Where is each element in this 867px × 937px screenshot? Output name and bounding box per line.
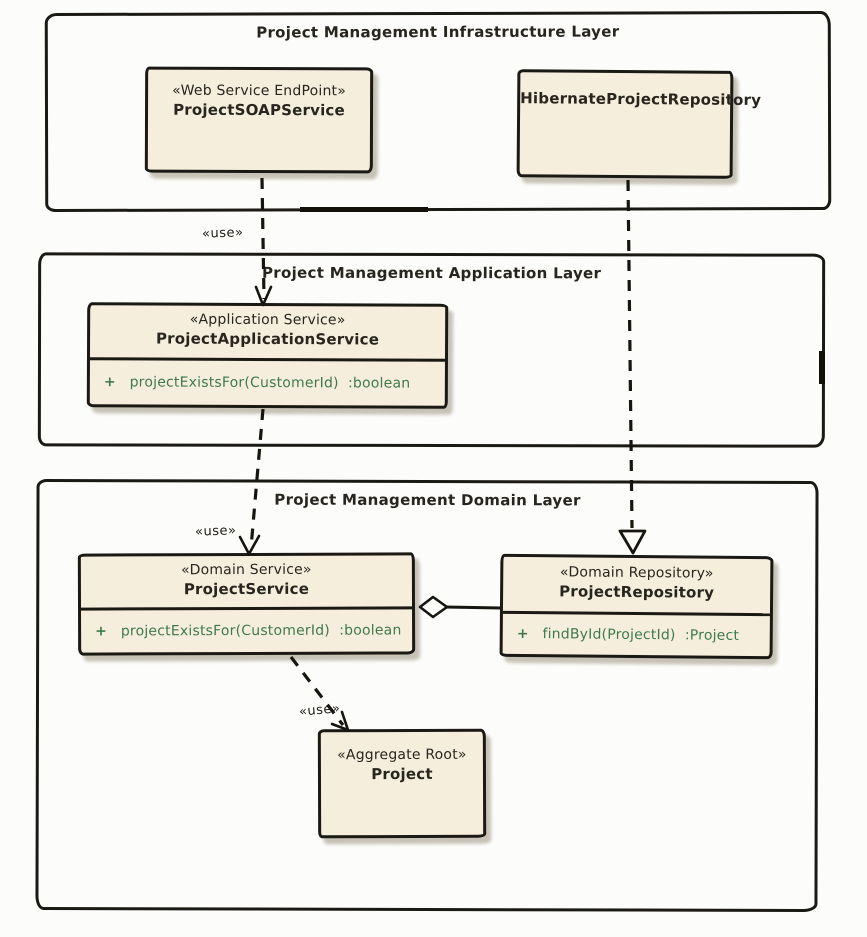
- hollow-triangle-arrowhead-icon: [618, 529, 647, 555]
- use-stereotype-label: «use»: [201, 225, 244, 242]
- dependency-line-domainservice-to-aggregate: [289, 656, 345, 726]
- dependency-line-appservice-to-domainservice: [249, 408, 265, 549]
- sketch-overdraw-tick: [300, 207, 428, 212]
- aggregation-line: [444, 605, 502, 610]
- open-arrowhead-icon: [254, 285, 273, 307]
- aggregation-diamond-icon: [418, 595, 449, 619]
- realization-line-hibernate-to-repository: [626, 179, 634, 529]
- open-arrowhead-icon: [238, 534, 261, 556]
- use-stereotype-label: «use»: [194, 523, 237, 540]
- dependency-line-soap-to-appservice: [260, 177, 266, 300]
- open-arrowhead-icon: [330, 710, 350, 732]
- sketch-overdraw-tick: [819, 351, 825, 384]
